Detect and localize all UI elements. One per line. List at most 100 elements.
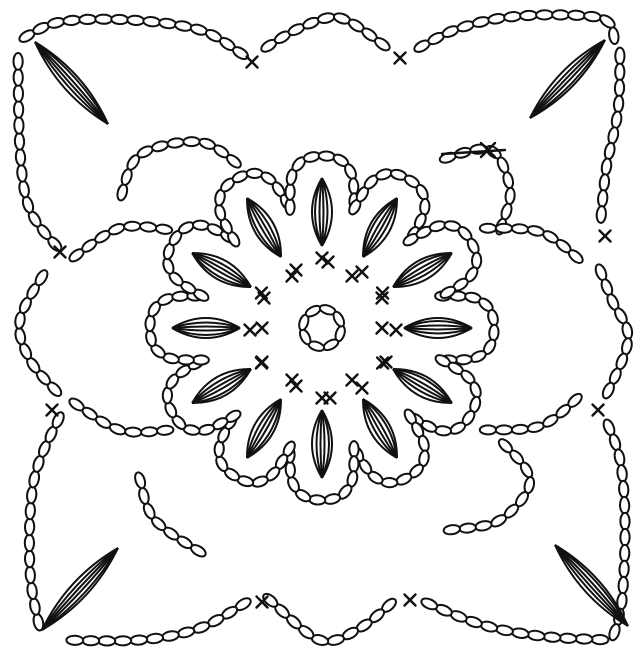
x-mark-icon: [287, 271, 298, 282]
border-chain: [456, 19, 475, 33]
flower-loop-chain: [156, 292, 174, 307]
border-chain: [95, 15, 112, 24]
border-chain: [596, 206, 607, 223]
flower-loop-chain: [285, 199, 294, 215]
x-mark-icon: [291, 265, 302, 276]
border-chain: [26, 486, 37, 504]
border-chain: [601, 158, 613, 176]
border-chain: [559, 633, 576, 643]
single-crochet-mark: [291, 265, 302, 276]
arc-chain: [480, 425, 496, 434]
border-chain: [504, 11, 522, 22]
x-mark-icon: [347, 271, 358, 282]
arc-chain: [527, 421, 545, 434]
flower-loop-chain: [214, 441, 224, 458]
single-crochet-mark: [247, 57, 258, 68]
inner-petal: [322, 178, 324, 246]
border-chain: [373, 36, 392, 53]
single-crochet-mark: [323, 257, 334, 268]
flower-loop-chain: [469, 349, 487, 364]
inner-petal: [320, 178, 323, 246]
single-crochet-mark: [291, 381, 302, 392]
x-mark-icon: [600, 231, 611, 242]
border-chain: [14, 85, 23, 102]
x-mark-icon: [325, 393, 336, 404]
border-chain: [177, 626, 196, 639]
arc-chain: [140, 222, 157, 233]
inner-petal: [404, 328, 472, 330]
arc-chain: [116, 183, 129, 201]
border-chain: [615, 64, 624, 81]
arc-chain: [138, 487, 151, 505]
border-chain: [615, 79, 625, 96]
flower-loop-chain: [435, 426, 452, 436]
flower-loop-chain: [193, 355, 209, 364]
arc-chain: [459, 523, 476, 534]
border-chain: [14, 101, 23, 118]
border-chain: [620, 545, 630, 562]
center-ring-chain: [298, 328, 313, 346]
border-chain: [620, 497, 630, 514]
border-chain: [16, 164, 27, 182]
border-chain: [231, 45, 250, 62]
arc-chain: [567, 248, 585, 266]
arc-chain: [496, 224, 512, 233]
arc-chain: [155, 224, 173, 235]
single-crochet-mark: [317, 253, 328, 264]
single-crochet-mark: [395, 53, 406, 64]
x-mark-icon: [377, 323, 388, 334]
border-chain: [18, 180, 30, 198]
single-crochet-mark: [405, 595, 416, 606]
border-chain: [552, 10, 569, 19]
arc-chain: [151, 140, 169, 153]
arc-chain: [505, 187, 515, 204]
flower-loop-chain: [448, 420, 466, 436]
border-chain: [50, 411, 66, 430]
border-chain: [146, 633, 164, 644]
border-chain: [15, 133, 25, 150]
single-crochet-mark: [377, 323, 388, 334]
flower-loop-chain: [309, 495, 326, 505]
x-mark-icon: [593, 405, 604, 416]
border-chain: [583, 11, 601, 22]
border-chain: [98, 636, 115, 645]
border-chain: [28, 470, 41, 488]
border-chain: [26, 582, 38, 600]
border-chain: [472, 16, 490, 29]
border-chain: [420, 596, 439, 611]
x-mark-icon: [317, 253, 328, 264]
border-chain: [317, 12, 335, 25]
x-mark-icon: [245, 325, 256, 336]
border-chain: [616, 464, 627, 482]
single-crochet-mark: [347, 271, 358, 282]
arc-chain: [496, 425, 512, 434]
arc-chain: [502, 171, 515, 189]
flower-loop-chain: [343, 162, 358, 180]
single-crochet-mark: [600, 231, 611, 242]
border-chain: [25, 566, 35, 583]
arc-chain: [225, 153, 243, 170]
flower-loop-chain: [381, 478, 397, 488]
border-chain: [599, 174, 610, 192]
single-crochet-mark: [325, 393, 336, 404]
single-crochet-mark: [257, 357, 268, 368]
single-crochet-mark: [347, 375, 358, 386]
arc-chain: [133, 471, 147, 489]
border-chain: [82, 636, 99, 646]
x-mark-icon: [357, 267, 368, 278]
flower-loop-chain: [303, 151, 321, 164]
border-chain: [543, 632, 560, 642]
border-chain: [591, 635, 608, 645]
border-chain: [615, 48, 624, 65]
border-chain: [79, 15, 96, 25]
corner-petal: [35, 42, 108, 124]
single-crochet-mark: [287, 375, 298, 386]
border-chain: [66, 635, 83, 645]
single-crochet-mark: [287, 271, 298, 282]
arc-chain: [443, 524, 460, 535]
single-crochet-mark: [257, 323, 268, 334]
border-chain: [601, 381, 617, 400]
border-chain: [618, 481, 628, 498]
border-chain: [620, 529, 629, 546]
